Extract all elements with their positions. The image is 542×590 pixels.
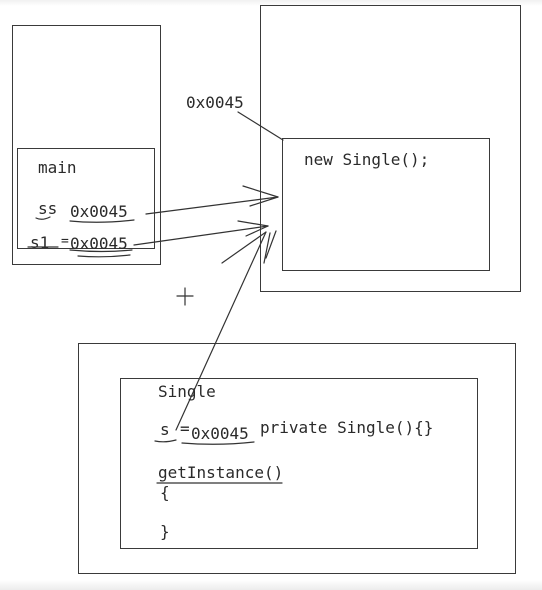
s1-arrowhead-lower bbox=[245, 225, 269, 237]
new-single-expression: new Single(); bbox=[304, 150, 430, 169]
ss-underline bbox=[35, 216, 51, 220]
single-object-box bbox=[282, 138, 490, 271]
method-area bbox=[78, 343, 516, 574]
field-equals-sign: = bbox=[180, 419, 190, 438]
field-arrowhead-left bbox=[221, 231, 267, 264]
s1-arrowhead-upper bbox=[237, 220, 269, 227]
address-leader-line bbox=[237, 111, 284, 141]
s-underline bbox=[154, 439, 177, 443]
s1-value-underline-1 bbox=[69, 249, 133, 253]
top-edge-shade bbox=[0, 0, 542, 6]
crosshair-cursor-icon bbox=[176, 287, 194, 306]
static-field-s: s bbox=[160, 420, 170, 439]
ss-value: 0x0045 bbox=[70, 202, 128, 221]
private-constructor: private Single(){} bbox=[260, 418, 434, 437]
field-value-underline bbox=[181, 441, 255, 445]
close-brace: } bbox=[160, 522, 170, 541]
open-brace: { bbox=[160, 483, 170, 502]
ss-reference-arrow bbox=[145, 196, 279, 215]
ss-arrowhead-upper bbox=[242, 185, 279, 198]
s1-value: 0x0045 bbox=[70, 234, 128, 253]
s1-value-underline-2 bbox=[77, 254, 131, 258]
get-instance-method: getInstance() bbox=[158, 463, 284, 482]
s1-reference-arrow bbox=[133, 225, 269, 246]
field-value: 0x0045 bbox=[191, 424, 249, 443]
field-arrowhead-right bbox=[263, 232, 271, 264]
field-arrowhead-extra bbox=[265, 230, 277, 259]
main-stack-frame bbox=[17, 148, 155, 249]
ss-arrowhead-lower bbox=[249, 196, 279, 207]
single-class-box bbox=[120, 378, 478, 549]
ss-value-underline bbox=[69, 219, 135, 223]
ss-variable: ss bbox=[38, 199, 58, 218]
s1-equals-sign: = bbox=[61, 234, 69, 249]
class-name: Single bbox=[158, 382, 216, 401]
bottom-edge-shade bbox=[0, 580, 542, 590]
field-reference-arrow bbox=[175, 231, 267, 431]
heap-address-label: 0x0045 bbox=[186, 93, 244, 112]
heap-area bbox=[260, 5, 521, 292]
stack-area bbox=[12, 25, 161, 265]
main-frame-label: main bbox=[38, 158, 77, 177]
